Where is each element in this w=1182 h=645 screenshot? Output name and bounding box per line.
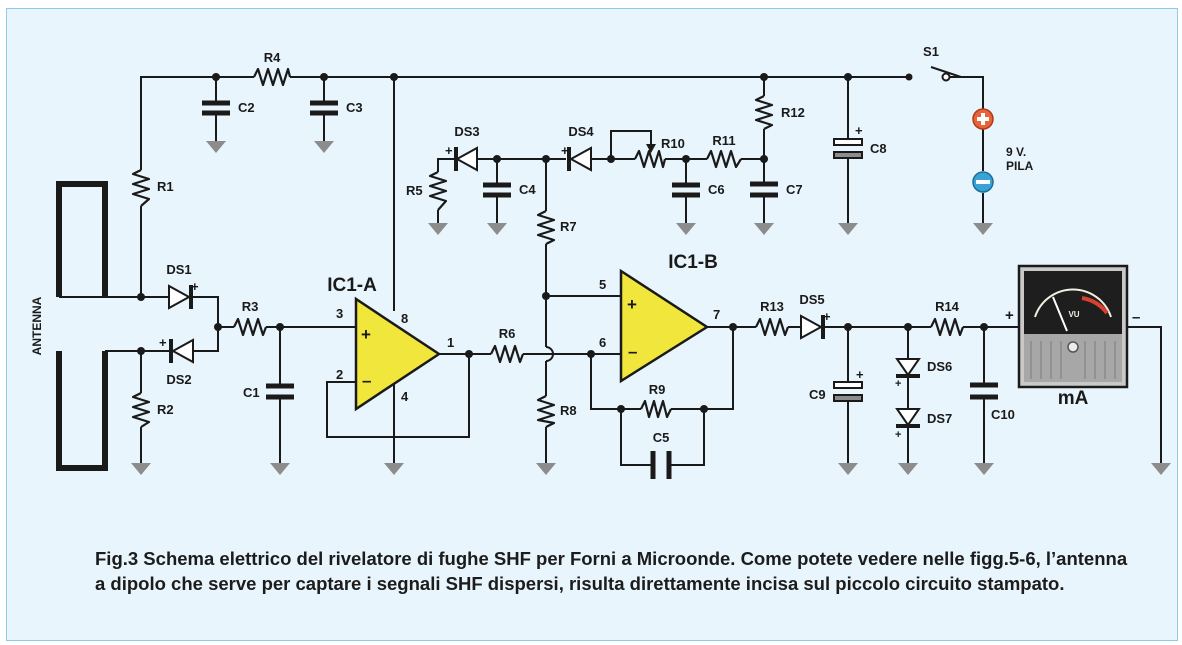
battery-terminals [972, 108, 994, 193]
label-r4: R4 [264, 50, 281, 65]
label-ds4: DS4 [568, 124, 594, 139]
opamp-ic1a [354, 296, 442, 412]
label-r10: R10 [661, 136, 685, 151]
pin-6: 6 [599, 335, 606, 350]
ds1-plus: + [191, 279, 199, 294]
label-ds3: DS3 [454, 124, 479, 139]
meter-plus: + [1005, 307, 1014, 324]
label-r13: R13 [760, 299, 784, 314]
label-c5: C5 [653, 430, 670, 445]
label-c6: C6 [708, 182, 725, 197]
label-r11: R11 [712, 133, 735, 148]
label-ds6: DS6 [927, 359, 952, 374]
ic1a-minus: – [362, 371, 371, 390]
figure-caption: Fig.3 Schema elettrico del rivelatore di… [95, 548, 1128, 594]
ic1b-label: IC1-B [668, 252, 718, 273]
meter-scale-label: VU [1068, 310, 1079, 319]
pin-5: 5 [599, 277, 606, 292]
ds5-plus: + [823, 309, 831, 324]
resistors [131, 67, 965, 428]
label-r2: R2 [157, 402, 174, 417]
switch-s1 [905, 72, 951, 82]
junction-dots [137, 73, 988, 413]
meter-unit-label: mA [1058, 388, 1089, 409]
pin-7: 7 [713, 307, 720, 322]
ic1a-plus: + [361, 325, 371, 344]
label-r1: R1 [157, 179, 174, 194]
capacitors [202, 100, 998, 479]
label-s1: S1 [923, 44, 939, 59]
label-c2: C2 [238, 100, 255, 115]
wires [59, 66, 1162, 466]
labels: ANTENNA IC1-A IC1-B 9 V. PILA mA VU R4 C… [30, 44, 1140, 445]
pin-2: 2 [336, 367, 343, 382]
meter-minus: – [1132, 309, 1140, 326]
opamp-ic1b [619, 268, 710, 384]
label-r7: R7 [560, 219, 577, 234]
antenna-label: ANTENNA [30, 296, 44, 355]
circuit-schematic: ANTENNA IC1-A IC1-B 9 V. PILA mA VU R4 C… [30, 44, 1171, 479]
label-c9: C9 [809, 387, 826, 402]
figure-frame: ANTENNA IC1-A IC1-B 9 V. PILA mA VU R4 C… [6, 8, 1178, 641]
label-ds2: DS2 [166, 372, 191, 387]
label-c10: C10 [991, 407, 1015, 422]
label-r14: R14 [935, 299, 960, 314]
pin-8: 8 [401, 311, 408, 326]
ds7-plus: + [895, 429, 901, 441]
label-r6: R6 [499, 326, 516, 341]
label-c4: C4 [519, 182, 536, 197]
ds6-plus: + [895, 378, 901, 390]
diodes [168, 146, 921, 428]
pin-1: 1 [447, 335, 454, 350]
label-r3: R3 [242, 299, 259, 314]
antenna-dipole [56, 181, 108, 471]
label-ds5: DS5 [799, 292, 824, 307]
label-ds1: DS1 [166, 262, 191, 277]
pin-4: 4 [401, 389, 409, 404]
label-r12: R12 [781, 105, 805, 120]
vu-meter [1017, 264, 1129, 389]
label-r5: R5 [406, 183, 423, 198]
label-ds7: DS7 [927, 411, 952, 426]
ds2-plus: + [159, 335, 167, 350]
c8-plus: + [855, 123, 863, 138]
label-c1: C1 [243, 385, 260, 400]
label-r8: R8 [560, 403, 577, 418]
electrolytic-capacitors [833, 138, 863, 402]
label-c8: C8 [870, 141, 887, 156]
ds3-plus: + [445, 143, 453, 158]
battery-label: 9 V. [1006, 145, 1026, 159]
ic1b-plus: + [627, 295, 637, 314]
ic1a-label: IC1-A [327, 275, 377, 296]
battery-label-2: PILA [1006, 159, 1034, 173]
ds4-plus: + [561, 143, 569, 158]
label-r9: R9 [649, 382, 666, 397]
pin-3: 3 [336, 306, 343, 321]
label-c7: C7 [786, 182, 803, 197]
c9-plus: + [856, 367, 864, 382]
ic1b-minus: – [628, 342, 637, 361]
label-c3: C3 [346, 100, 363, 115]
